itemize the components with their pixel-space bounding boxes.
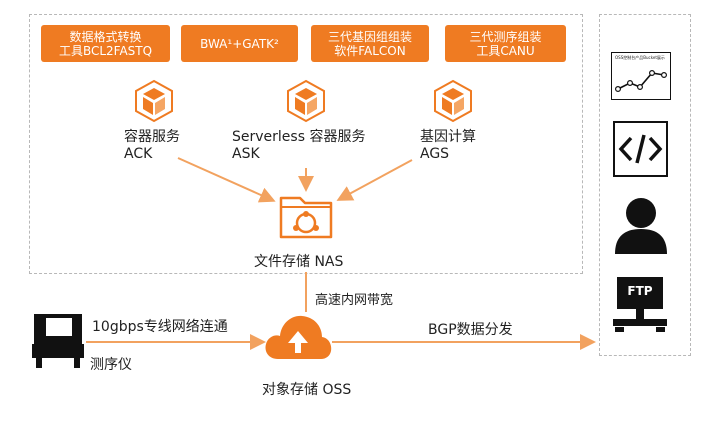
tool-falcon[interactable]: 三代基因组组装 软件FALCON — [311, 25, 429, 62]
line-chart-glyph — [614, 70, 667, 92]
tool-falcon-label: 三代基因组组装 软件FALCON — [327, 29, 412, 58]
code-brackets-glyph — [618, 134, 663, 164]
chart-window-caption: OSS控制台产品Bucket展示 — [615, 55, 665, 60]
container-cube-icon — [287, 79, 325, 123]
container-cube-icon — [135, 79, 173, 123]
service-ags-label: 基因计算 AGS — [420, 129, 476, 162]
tool-bwa-gatk[interactable]: BWA¹+GATK² — [181, 25, 298, 62]
sequencer-link-label: 10gbps专线网络连通 — [92, 319, 228, 335]
oss-label: 对象存储 OSS — [262, 382, 352, 398]
tool-canu-label: 三代测序组装 工具CANU — [469, 29, 542, 58]
sequencer-label: 测序仪 — [90, 357, 132, 373]
sequencer-machine-icon — [32, 314, 84, 368]
bgp-link-label: BGP数据分发 — [428, 322, 513, 338]
folder-share-icon — [279, 196, 333, 239]
ftp-label: FTP — [627, 284, 653, 298]
nas-label: 文件存储 NAS — [254, 254, 344, 270]
arrow-ack-to-nas — [177, 157, 276, 203]
service-ack-label: 容器服务 ACK — [124, 129, 180, 162]
nas-oss-link-label: 高速内网带宽 — [315, 293, 394, 308]
code-icon[interactable] — [613, 121, 668, 177]
service-ask-label: Serverless 容器服务 ASK — [232, 129, 366, 162]
tool-canu[interactable]: 三代测序组装 工具CANU — [445, 25, 566, 62]
tool-bcl2fastq[interactable]: 数据格式转换 工具BCL2FASTQ — [41, 25, 170, 62]
tool-bwa-gatk-label: BWA¹+GATK² — [200, 36, 279, 51]
arrow-ags-to-nas — [336, 159, 413, 201]
container-cube-icon — [434, 79, 472, 123]
clients-box — [599, 14, 691, 356]
tool-bcl2fastq-label: 数据格式转换 工具BCL2FASTQ — [58, 29, 153, 58]
chart-window-icon[interactable]: OSS控制台产品Bucket展示 — [611, 52, 671, 100]
user-icon[interactable] — [613, 196, 669, 256]
cloud-upload-icon — [265, 315, 332, 359]
ftp-server-glyph — [613, 277, 667, 332]
ftp-server-icon[interactable]: FTP — [611, 275, 669, 333]
